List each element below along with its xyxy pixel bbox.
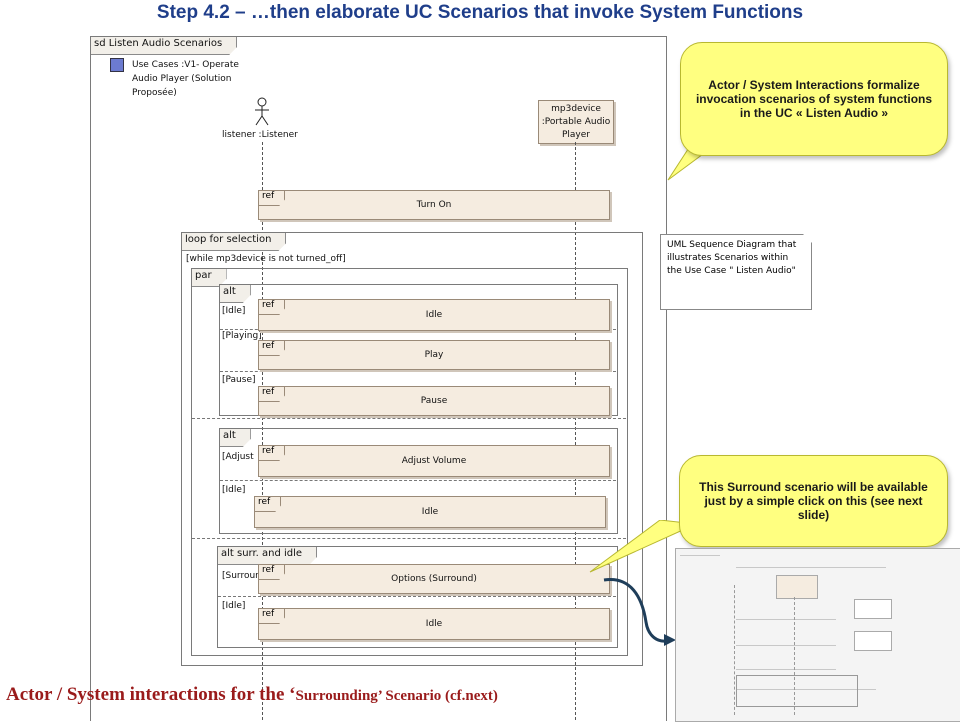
ref-tag: ref	[259, 609, 285, 624]
actor-stick-figure-icon	[255, 97, 269, 126]
sequence-diagram-frame: sd Listen Audio Scenarios	[90, 36, 667, 721]
footer-small: Surrounding’ Scenario (cf.next)	[295, 688, 498, 704]
alt-separator	[220, 371, 616, 372]
link-arrow-icon	[603, 578, 676, 646]
alt-guard: [Idle]	[222, 485, 246, 495]
ref-adjust-volume[interactable]: ref Adjust Volume	[258, 445, 610, 477]
frame-label: sd Listen Audio Scenarios	[91, 37, 237, 55]
ref-label: Idle	[425, 619, 443, 629]
alt-separator	[220, 480, 616, 481]
ref-idle[interactable]: ref Idle	[254, 496, 606, 528]
alt-guard: [Surround]	[222, 571, 271, 581]
alt-label: alt	[220, 285, 251, 303]
ref-tag: ref	[259, 300, 285, 315]
ref-turn-on[interactable]: ref Turn On	[258, 190, 610, 220]
alt-label: alt	[220, 429, 251, 447]
alt-guard: [Playing]	[222, 331, 262, 341]
ref-tag: ref	[259, 387, 285, 402]
par-separator	[192, 418, 626, 419]
actor-label: listener :Listener	[222, 130, 298, 140]
alt-guard: [Pause]	[222, 375, 256, 385]
footer-caption: Actor / System interactions for the ‘Sur…	[6, 684, 498, 706]
next-diagram-thumbnail[interactable]	[675, 548, 960, 722]
loop-guard: [while mp3device is not turned_off]	[186, 254, 346, 264]
device-lifeline	[575, 142, 576, 720]
ref-label: Play	[424, 350, 444, 360]
ref-idle[interactable]: ref Idle	[258, 608, 610, 640]
alt-guard: [Adjust	[222, 452, 254, 462]
callout-bottom: This Surround scenario will be available…	[679, 455, 948, 547]
device-label: mp3device :Portable Audio Player	[541, 104, 611, 140]
ref-options-surround[interactable]: ref Options (Surround)	[258, 564, 610, 594]
callout-tail	[589, 520, 698, 573]
ref-tag: ref	[259, 446, 285, 461]
alt-separator	[218, 596, 616, 597]
slide-title: Step 4.2 – …then elaborate UC Scenarios …	[156, 2, 804, 23]
ref-tag: ref	[259, 341, 285, 356]
par-label: par	[192, 269, 227, 287]
usecase-icon	[110, 58, 124, 72]
ref-play[interactable]: ref Play	[258, 340, 610, 370]
ref-label: Adjust Volume	[401, 456, 467, 466]
footer-main: Actor / System interactions for the ‘	[6, 684, 296, 705]
loop-fragment: loop for selection	[181, 232, 643, 666]
ref-pause[interactable]: ref Pause	[258, 386, 610, 416]
ref-idle[interactable]: ref Idle	[258, 299, 610, 331]
ref-label: Turn On	[416, 200, 452, 210]
callout-top: Actor / System Interactions formalize in…	[680, 42, 948, 156]
alt-guard: [Idle]	[222, 306, 246, 316]
ref-label: Idle	[425, 310, 443, 320]
ref-tag: ref	[259, 565, 285, 580]
actor-lifeline	[262, 142, 263, 720]
par-fragment: par	[191, 268, 628, 656]
alt-fragment-volume: alt	[219, 428, 618, 534]
ref-tag: ref	[259, 191, 285, 206]
ref-tag: ref	[255, 497, 281, 512]
device-lifeline-head[interactable]: mp3device :Portable Audio Player	[538, 100, 614, 144]
loop-label: loop for selection	[182, 233, 286, 251]
usecase-text: Use Cases :V1- Operate Audio Player (Sol…	[132, 60, 239, 98]
alt-guard: [Idle]	[222, 601, 246, 611]
note-text: UML Sequence Diagram that illustrates Sc…	[667, 240, 797, 276]
uml-note: UML Sequence Diagram that illustrates Sc…	[660, 234, 812, 310]
ref-label: Pause	[420, 396, 448, 406]
ref-label: Idle	[421, 507, 439, 517]
alt-label: alt surr. and idle	[218, 547, 317, 565]
par-separator	[192, 538, 626, 539]
ref-label: Options (Surround)	[391, 574, 477, 584]
